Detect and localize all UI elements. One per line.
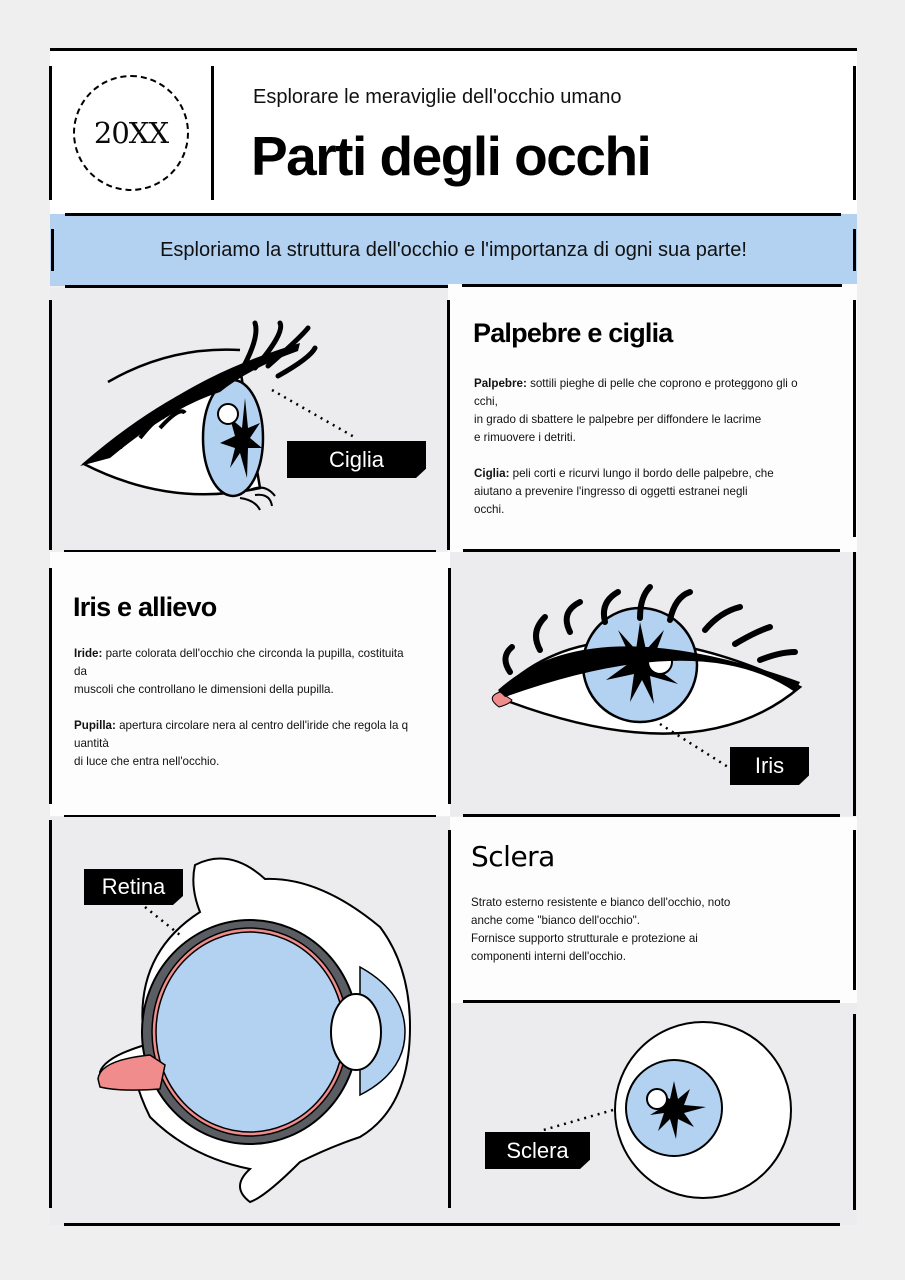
section-body-sclera: Strato esterno resistente e bianco dell'… xyxy=(471,894,831,966)
term-pupil: Pupilla: xyxy=(74,719,116,732)
border xyxy=(448,830,451,1208)
border xyxy=(64,815,436,818)
border xyxy=(447,300,450,550)
section-body-iris: Iride: parte colorata dell'occhio che ci… xyxy=(74,645,439,771)
paragraph-sclera: Strato esterno resistente e bianco dell'… xyxy=(471,894,831,966)
paragraph-pupil: Pupilla: apertura circolare nera al cent… xyxy=(74,717,439,771)
definition-eyelashes: peli corti e ricurvi lungo il bordo dell… xyxy=(474,467,774,516)
eyelash-label: Ciglia xyxy=(287,441,426,478)
section-title-eyelids: Palpebre e ciglia xyxy=(473,318,673,348)
border xyxy=(463,1000,840,1003)
border xyxy=(462,284,842,287)
border xyxy=(49,820,52,1208)
banner-right-border xyxy=(853,229,856,271)
header-top-border xyxy=(50,48,857,51)
term-eyelids: Palpebre: xyxy=(474,377,527,390)
banner-left-border xyxy=(51,229,54,271)
header-divider xyxy=(211,66,214,200)
iris-label: Iris xyxy=(730,747,809,785)
banner-top-border xyxy=(65,213,841,216)
eyelid-text-panel xyxy=(448,284,857,552)
page-subtitle: Esplorare le meraviglie dell'occhio uman… xyxy=(253,86,622,108)
definition-sclera: Strato esterno resistente e bianco dell'… xyxy=(471,896,731,963)
sclera-label: Sclera xyxy=(485,1132,590,1169)
iris-text-panel xyxy=(50,552,450,816)
border xyxy=(853,552,856,816)
border xyxy=(853,300,856,537)
banner-text: Esploriamo la struttura dell'occhio e l'… xyxy=(160,238,747,261)
border xyxy=(463,549,840,552)
header-right-border xyxy=(853,66,856,200)
border xyxy=(49,568,52,804)
paragraph-eyelashes: Ciglia: peli corti e ricurvi lungo il bo… xyxy=(474,465,834,519)
border xyxy=(853,1014,856,1210)
eye-side-view-illustration xyxy=(80,320,357,511)
border xyxy=(853,830,856,990)
border xyxy=(49,300,52,550)
eyeball-illustration xyxy=(539,1021,792,1199)
border xyxy=(64,550,436,553)
definition-pupil: apertura circolare nera al centro dell'i… xyxy=(74,719,409,768)
eye-cross-section-illustration xyxy=(97,857,412,1204)
section-title-iris: Iris e allievo xyxy=(73,592,217,622)
intro-banner: Esploriamo la struttura dell'occhio e l'… xyxy=(50,214,857,286)
paragraph-iris: Iride: parte colorata dell'occhio che ci… xyxy=(74,645,439,699)
sclera-text-panel xyxy=(450,817,857,1003)
retina-label: Retina xyxy=(84,869,183,905)
section-body-eyelids: Palpebre: sottili pieghe di pelle che co… xyxy=(474,375,834,519)
term-eyelashes: Ciglia: xyxy=(474,467,510,480)
border xyxy=(448,568,451,804)
paragraph-eyelids: Palpebre: sottili pieghe di pelle che co… xyxy=(474,375,834,447)
header-left-border xyxy=(49,66,52,200)
definition-iris: parte colorata dell'occhio che circonda … xyxy=(74,647,404,696)
definition-eyelids: sottili pieghe di pelle che coprono e pr… xyxy=(474,377,798,444)
section-title-sclera: Sclera xyxy=(471,840,555,873)
page-title: Parti degli occhi xyxy=(251,125,652,187)
border xyxy=(463,814,840,817)
footer-border xyxy=(64,1223,840,1226)
year-badge: 20XX xyxy=(73,75,189,191)
term-iris: Iride: xyxy=(74,647,103,660)
eye-front-view-illustration xyxy=(491,584,803,769)
